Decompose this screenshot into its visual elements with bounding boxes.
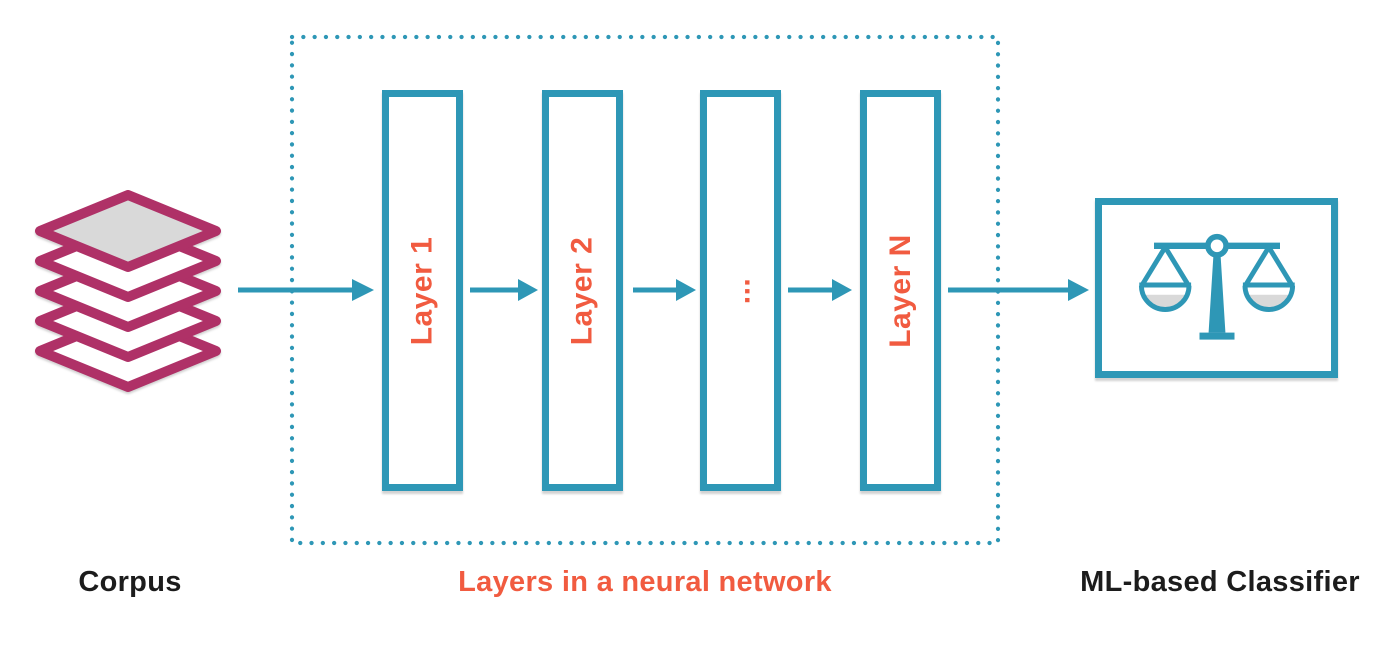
arrow-layerN-to-classifier	[948, 279, 1089, 301]
layer-box-2: Layer 2	[542, 90, 623, 491]
arrow-corpus-to-layer1	[238, 279, 374, 301]
classifier-box	[1095, 198, 1338, 378]
corpus-label: Corpus	[78, 566, 182, 598]
network-caption: Layers in a neural network	[458, 566, 832, 598]
arrow-layer2-to-dots	[633, 279, 696, 301]
arrow-layer1-to-layer2	[470, 279, 538, 301]
layer-n-label: Layer N	[883, 233, 917, 348]
layer-box-n: Layer N	[860, 90, 941, 491]
layer-ellipsis-label: ...	[723, 277, 757, 304]
arrow-dots-to-layerN	[788, 279, 852, 301]
layer-box-ellipsis: ...	[700, 90, 781, 491]
layer-2-label: Layer 2	[565, 236, 599, 345]
classifier-label: ML-based Classifier	[1080, 566, 1360, 598]
layer-box-1: Layer 1	[382, 90, 463, 491]
balance-scale-icon	[1138, 233, 1295, 340]
layer-1-label: Layer 1	[405, 236, 439, 345]
stacked-corpus-icon	[35, 190, 221, 392]
